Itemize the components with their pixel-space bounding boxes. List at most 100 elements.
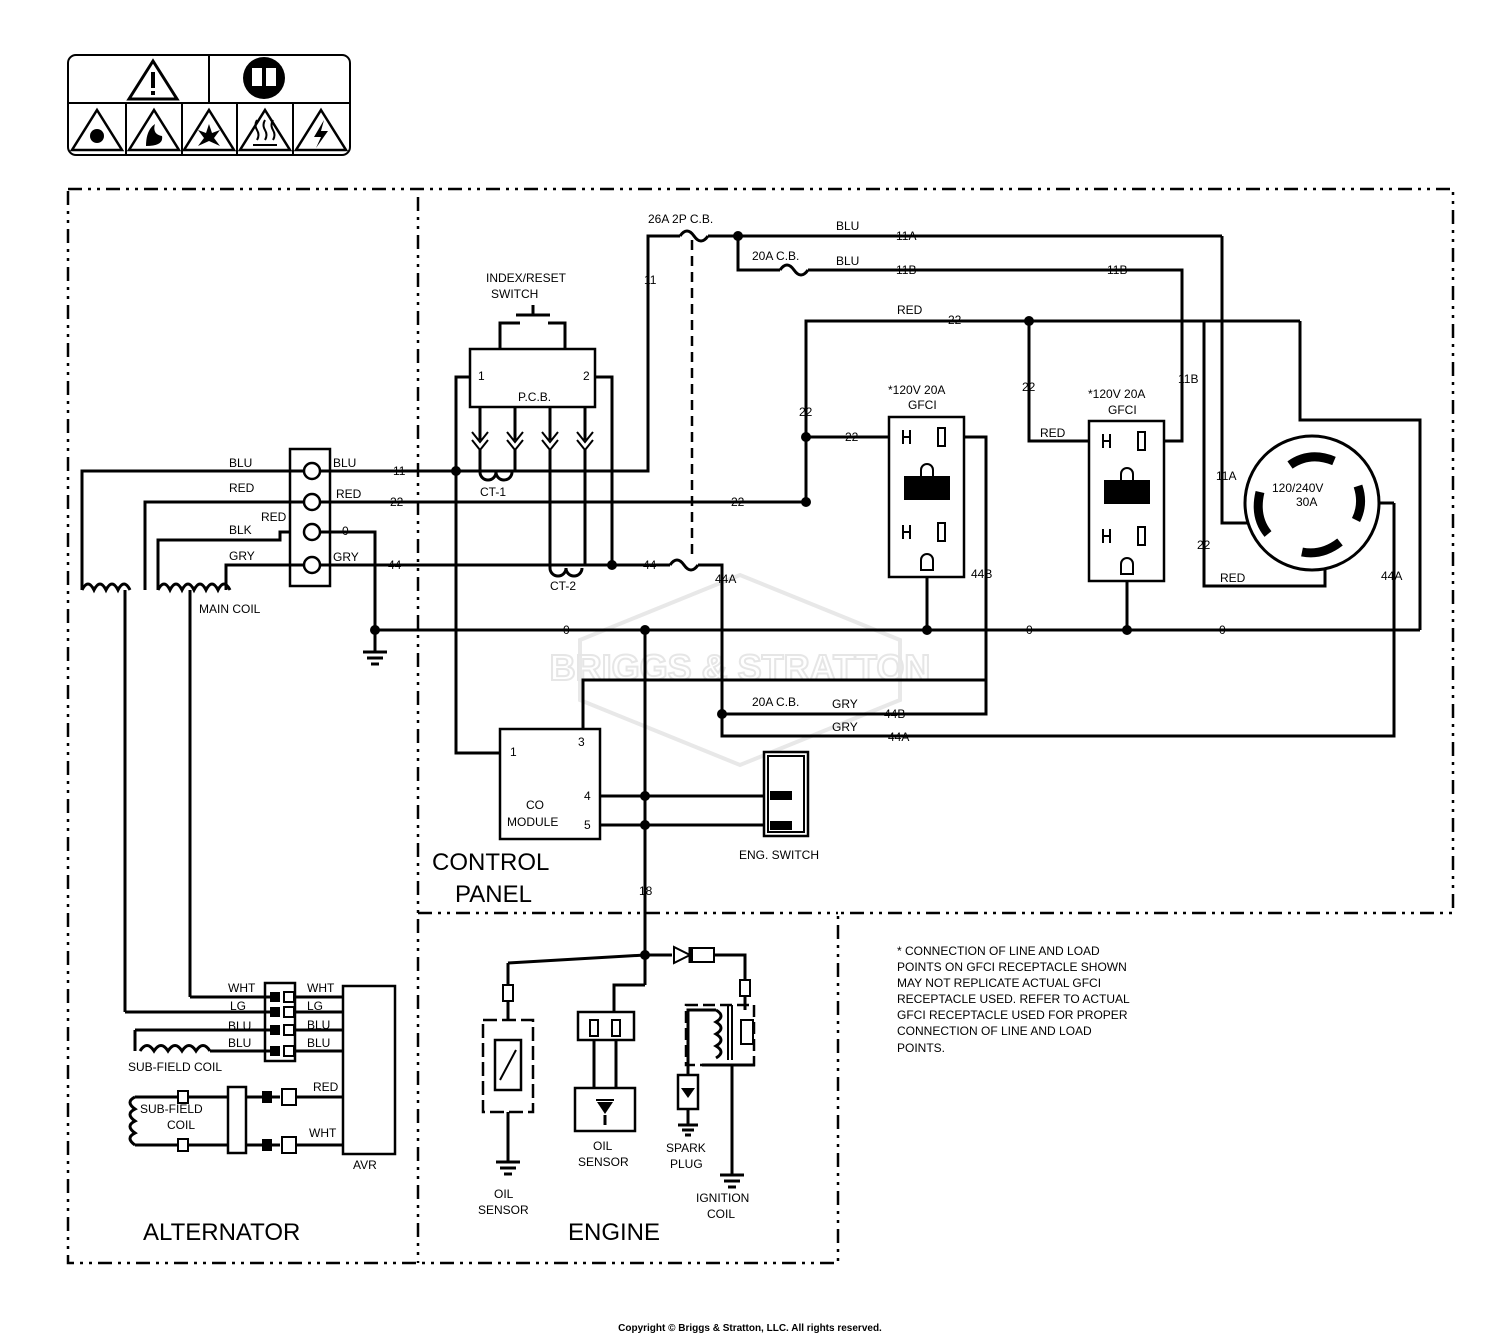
fire-icon <box>126 107 182 152</box>
wire-label: 22 <box>948 313 962 327</box>
diode-icon <box>673 945 693 965</box>
wire-label: 22 <box>799 405 813 419</box>
terminal-gry <box>302 555 322 575</box>
main-coil <box>156 582 232 594</box>
oil-sensor-connector <box>576 1010 636 1042</box>
gfci2-label: *120V 20A <box>1088 387 1145 401</box>
section-borders <box>66 187 1455 1265</box>
wire-label: 0 <box>1219 623 1226 637</box>
wire-label: 11 <box>393 464 406 478</box>
ground-icon-ignition <box>720 1173 744 1189</box>
spark-plug-label: SPARK <box>666 1141 706 1155</box>
note-line: GFCI RECEPTACLE USED FOR PROPER <box>897 1008 1128 1022</box>
ct-2-coil <box>548 450 587 578</box>
twistlock-label-2: 30A <box>1296 495 1317 509</box>
wire-label: 44A <box>888 730 909 744</box>
wire-label: BLU <box>307 1018 330 1032</box>
gfci1-label: *120V 20A <box>888 383 945 397</box>
wire-label: 22 <box>845 430 859 444</box>
wire-label: 44 <box>643 558 657 572</box>
wire-label: 0 <box>563 623 570 637</box>
index-switch-label: INDEX/RESET <box>486 271 567 285</box>
poison-gas-icon <box>69 107 125 152</box>
wire-label: 11A <box>896 229 916 243</box>
electric-shock-icon <box>293 107 349 152</box>
wire-label: GRY <box>229 549 255 563</box>
co-pin3: 3 <box>578 735 585 749</box>
wire-label: 44A <box>715 572 736 586</box>
terminal-blk <box>302 522 322 542</box>
co-module <box>498 727 602 841</box>
avr-box <box>341 984 397 1156</box>
note-line: MAY NOT REPLICATE ACTUAL GFCI <box>897 976 1101 990</box>
ignition-coil-label: IGNITION <box>696 1191 749 1205</box>
terminal-red <box>302 492 322 512</box>
control-panel-wiring <box>375 229 1422 955</box>
oil-sensor-diode <box>573 1086 637 1133</box>
terminal-blu <box>302 461 322 481</box>
main-coil-label: MAIN COIL <box>199 602 261 616</box>
sub-field-coil <box>138 1044 212 1054</box>
ground-icon-spark-plug <box>678 1123 698 1137</box>
note-line: CONNECTION OF LINE AND LOAD <box>897 1024 1092 1038</box>
wire-label: 22 <box>1197 538 1211 552</box>
wire-label: LG <box>307 999 323 1013</box>
sub-field-coil-2 <box>128 1095 138 1147</box>
note-line: POINTS. <box>897 1041 945 1055</box>
ignition-coil-icon <box>684 1003 756 1067</box>
note-line: * CONNECTION OF LINE AND LOAD <box>897 944 1100 958</box>
note-line: POINTS ON GFCI RECEPTACLE SHOWN <box>897 960 1127 974</box>
gfci-receptacle-2 <box>1087 419 1166 583</box>
wire-label: 44B <box>971 567 992 581</box>
wire-label: 22 <box>731 495 745 509</box>
section-title-engine: ENGINE <box>568 1219 660 1246</box>
watermark-text: BRIGGS & STRATTON <box>550 647 931 688</box>
read-manual-icon <box>243 57 285 99</box>
wire-label: 22 <box>390 495 404 509</box>
oil-sensor1-label-2: SENSOR <box>478 1203 529 1217</box>
co-module-label-2: MODULE <box>507 815 558 829</box>
pcb-label: P.C.B. <box>518 390 551 404</box>
avr-label: AVR <box>353 1158 377 1172</box>
wire-label: 22 <box>1022 380 1036 394</box>
wire-label: 11B <box>896 263 916 277</box>
spark-plug-label-2: PLUG <box>670 1157 703 1171</box>
wire-label: 44A <box>1381 569 1402 583</box>
copyright-text: Copyright © Briggs & Stratton, LLC. All … <box>618 1323 882 1334</box>
wire-label: BLU <box>229 456 252 470</box>
gfci-1-slots <box>902 427 950 571</box>
note-line: RECEPTACLE USED. REFER TO ACTUAL <box>897 992 1130 1006</box>
cb-20a-top <box>778 263 810 277</box>
cb-20a-top-label: 20A C.B. <box>752 249 799 263</box>
gfci1-label-2: GFCI <box>908 398 937 412</box>
ignition-coil-label-2: COIL <box>707 1207 735 1221</box>
wire-label: BLU <box>836 219 859 233</box>
wire-label: BLU <box>228 1036 251 1050</box>
wire-label: 0 <box>1026 623 1033 637</box>
wire-label: RED <box>1220 571 1246 585</box>
wire-label: RED <box>229 481 255 495</box>
wire-label: 11B <box>1107 263 1127 277</box>
co-pin5: 5 <box>584 818 591 832</box>
cb-26a-label: 26A 2P C.B. <box>648 212 713 226</box>
ct1-label: CT-1 <box>480 485 506 499</box>
co-pin4: 4 <box>584 789 591 803</box>
wire-label: GRY <box>832 720 858 734</box>
warning-triangle-icon <box>126 58 180 101</box>
co-pin1: 1 <box>510 745 517 759</box>
labels: CONTROL PANEL ALTERNATOR ENGINE INDEX/RE… <box>128 212 1402 1334</box>
wire-label: 11 <box>644 273 657 287</box>
wire-label: GRY <box>333 550 359 564</box>
section-title-control: CONTROL <box>432 849 549 876</box>
sub-field-coil-label: SUB-FIELD COIL <box>128 1060 222 1074</box>
explosion-icon <box>181 107 237 152</box>
watermark-logo: BRIGGS & STRATTON <box>549 572 931 768</box>
wire-label: 11A <box>1216 469 1236 483</box>
pcb-pin1: 1 <box>478 369 485 383</box>
wire-label: 0 <box>342 524 349 538</box>
cb-20a-bottom-label: 20A C.B. <box>752 695 799 709</box>
cb-26a-lower <box>668 558 700 572</box>
wire-label: GRY <box>832 697 858 711</box>
wire-label: WHT <box>228 981 256 995</box>
